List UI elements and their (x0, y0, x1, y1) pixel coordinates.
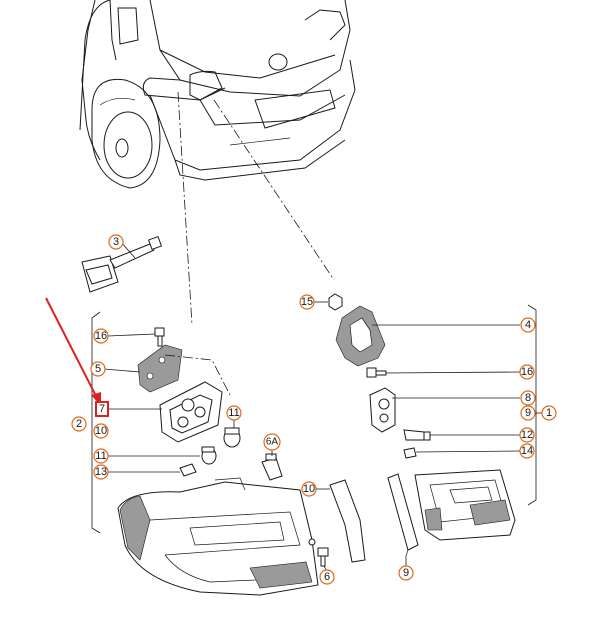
callout-10-left-label: 10 (95, 425, 107, 437)
callout-2-label: 2 (76, 418, 82, 430)
callout-11-right: 11 (226, 405, 242, 421)
callout-6a: 6A (263, 433, 281, 451)
socket-6a (261, 453, 283, 481)
leader-left-lamp (177, 91, 193, 326)
car-rear-illustration (79, 0, 356, 189)
tailgate-lamp (414, 469, 516, 541)
callout-2: 2 (71, 416, 87, 432)
callout-5: 5 (90, 361, 106, 377)
bolt-right (366, 367, 387, 378)
callout-10-left: 10 (93, 423, 109, 439)
callout-16-left-label: 16 (95, 330, 107, 342)
tailgate-gasket (335, 305, 386, 367)
callout-16-right-label: 16 (521, 366, 533, 378)
callout-11-left: 11 (93, 448, 109, 464)
group-bracket-left (91, 311, 101, 534)
callout-3: 3 (108, 234, 124, 250)
callout-10-right-label: 10 (303, 483, 315, 495)
callout-3-label: 3 (113, 236, 119, 248)
wiring-connector-part (81, 235, 163, 293)
callout-9-bottom: 9 (398, 565, 414, 581)
callout-9-right-label: 9 (525, 407, 531, 419)
seal-10 (329, 479, 366, 563)
callout-13: 13 (93, 464, 109, 480)
callout-14: 14 (519, 443, 535, 459)
bulb-13 (179, 463, 197, 477)
red-indicator-arrow (45, 297, 101, 406)
callout-6-label: 6 (324, 571, 330, 583)
callout-15-label: 15 (301, 296, 313, 308)
bulb-12 (403, 429, 431, 441)
callout-4-label: 4 (525, 319, 531, 331)
leader-tailgate-lamp (213, 99, 335, 281)
callout-1: 1 (541, 405, 557, 421)
callout-5-label: 5 (95, 363, 101, 375)
callout-4: 4 (520, 317, 536, 333)
callout-6: 6 (319, 569, 335, 585)
bolt-left (154, 327, 165, 347)
trim-strip-9 (387, 473, 419, 557)
callout-9-bottom-label: 9 (403, 567, 409, 579)
callout-11-left-label: 11 (95, 450, 106, 462)
callout-12: 12 (519, 427, 535, 443)
callout-16-left: 16 (93, 328, 109, 344)
callout-16-right: 16 (519, 364, 535, 380)
callout-15: 15 (299, 294, 315, 310)
leader-lines (103, 241, 542, 573)
callout-7: 7 (95, 401, 109, 417)
callout-7-label: 7 (99, 403, 105, 415)
bulb-holder-8 (369, 387, 396, 433)
screw-6 (308, 538, 329, 567)
left-tail-light (117, 477, 319, 596)
group-bracket-right (527, 304, 537, 506)
callout-14-label: 14 (521, 445, 533, 457)
callout-9-right: 9 (520, 405, 536, 421)
callout-8: 8 (520, 390, 536, 406)
callout-12-label: 12 (521, 429, 533, 441)
callout-13-label: 13 (95, 466, 107, 478)
bulb-11-right (223, 427, 241, 448)
callout-10-right: 10 (301, 481, 317, 497)
bulb-holder-part (159, 354, 231, 443)
callout-6a-label: 6A (266, 437, 279, 448)
bulb-11-left (201, 446, 217, 465)
callout-8-label: 8 (525, 392, 531, 404)
gasket-part (137, 344, 183, 393)
callout-1-label: 1 (546, 407, 552, 419)
bulb-14 (403, 447, 417, 459)
nut-15 (328, 293, 343, 311)
callout-11-right-label: 11 (228, 407, 239, 419)
